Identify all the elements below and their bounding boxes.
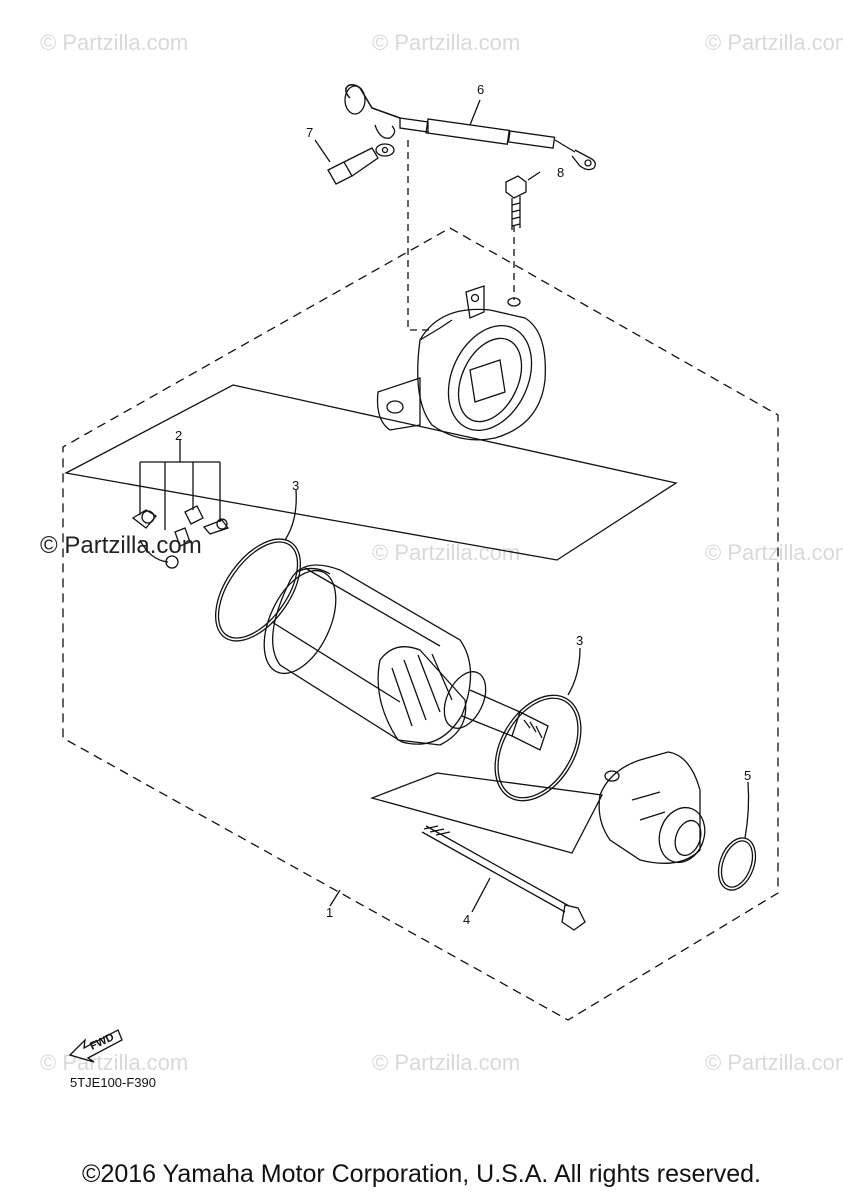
watermark-bottom-center: © Partzilla.com [372, 1050, 521, 1075]
leader-5 [744, 781, 750, 839]
fwd-label: FWD [88, 1031, 116, 1052]
callout-3-upper: 3 [292, 478, 300, 493]
watermark-bottom-right: © Partzilla.com [705, 1050, 843, 1075]
callout-8: 8 [557, 165, 565, 180]
leader-6 [469, 99, 481, 126]
leader-8 [527, 171, 541, 181]
callout-2: 2 [175, 428, 183, 443]
callout-1: 1 [326, 905, 334, 920]
watermark-bottom-left: © Partzilla.com [40, 1050, 189, 1075]
callout-5: 5 [744, 768, 752, 783]
callout-7: 7 [306, 125, 314, 140]
brush-group-outline [64, 384, 678, 561]
motor-end-housing [376, 285, 546, 441]
o-ring-3-lower [494, 694, 582, 802]
o-ring-5 [717, 837, 757, 891]
callout-4: 4 [463, 912, 471, 927]
assembly-outline-dashed [62, 227, 779, 1021]
starter-yoke [263, 564, 549, 751]
leader-1 [329, 889, 341, 907]
o-ring-3-upper-inner [217, 541, 299, 639]
leader-3a [284, 489, 297, 541]
cable-lead [344, 84, 596, 171]
watermark-mid-right: © Partzilla.com [705, 540, 843, 565]
bolt-7 [327, 143, 395, 185]
fwd-arrow-icon [68, 1029, 123, 1063]
copyright-notice: ©2016 Yamaha Motor Corporation, U.S.A. A… [82, 1160, 761, 1188]
bolt-8 [505, 175, 527, 230]
o-ring-3-lower-inner [497, 697, 579, 799]
watermark-top-right: © Partzilla.com [705, 30, 843, 55]
watermark-top-left: © Partzilla.com [40, 30, 189, 55]
front-cover [598, 751, 706, 864]
o-ring-3-upper [214, 538, 302, 642]
watermark-top-center: © Partzilla.com [372, 30, 521, 55]
leader-4 [471, 877, 491, 913]
callout-3-lower: 3 [576, 633, 584, 648]
through-bolt-4 [421, 825, 586, 931]
leader-7 [314, 139, 331, 163]
leader-cable-to-housing [407, 140, 430, 331]
drawing-code: 5TJE100-F390 [70, 1075, 156, 1090]
o-ring-5-inner [720, 840, 754, 888]
callout-6: 6 [477, 82, 485, 97]
watermark-mid-center: © Partzilla.com [372, 540, 521, 565]
brush-set-2 [131, 448, 230, 569]
bolt-group-outline [369, 772, 604, 854]
leader-3b [567, 647, 581, 696]
watermark-highlighted: © Partzilla.com [40, 532, 202, 559]
